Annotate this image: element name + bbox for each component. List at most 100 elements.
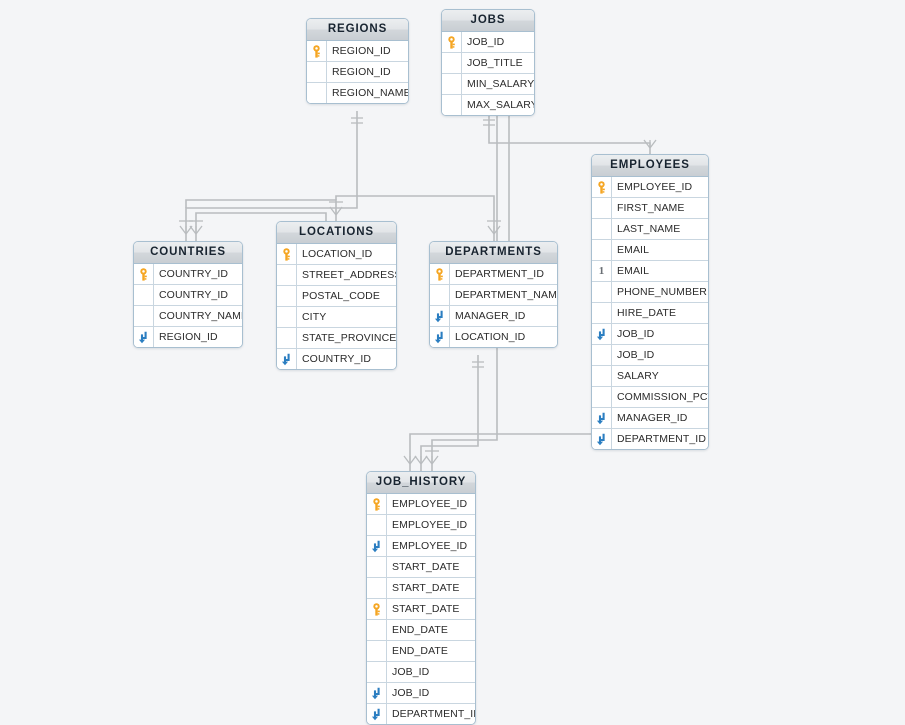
column-row[interactable]: JOB_ID <box>592 345 708 366</box>
column-row[interactable]: MANAGER_ID <box>430 306 557 327</box>
column-row[interactable]: PHONE_NUMBER <box>592 282 708 303</box>
column-name: EMPLOYEE_ID <box>617 181 693 193</box>
column-row[interactable]: DEPARTMENT_ID <box>367 704 475 724</box>
column-icon-cell <box>134 285 154 305</box>
column-row[interactable]: JOB_TITLE <box>442 53 534 74</box>
column-row[interactable]: HIRE_DATE <box>592 303 708 324</box>
column-row[interactable]: CITY <box>277 307 396 328</box>
column-row[interactable]: STATE_PROVINCE <box>277 328 396 349</box>
column-name: JOB_ID <box>392 687 430 699</box>
column-row[interactable]: EMPLOYEE_ID <box>367 536 475 557</box>
column-icon-cell <box>367 662 387 682</box>
column-row[interactable]: LOCATION_ID <box>277 244 396 265</box>
column-row[interactable]: REGION_NAME <box>307 83 408 103</box>
primary-key-icon <box>140 267 147 281</box>
column-icon-cell <box>430 285 450 305</box>
column-icon-cell <box>134 264 154 284</box>
column-row[interactable]: DEPARTMENT_ID <box>430 264 557 285</box>
column-row[interactable]: END_DATE <box>367 620 475 641</box>
column-row[interactable]: LOCATION_ID <box>430 327 557 347</box>
column-row[interactable]: JOB_ID <box>367 683 475 704</box>
column-row[interactable]: EMPLOYEE_ID <box>367 515 475 536</box>
column-name: MANAGER_ID <box>455 310 526 322</box>
column-row[interactable]: MIN_SALARY <box>442 74 534 95</box>
column-row[interactable]: DEPARTMENT_NAME <box>430 285 557 306</box>
foreign-key-icon <box>596 433 605 445</box>
column-row[interactable]: POSTAL_CODE <box>277 286 396 307</box>
column-name: STREET_ADDRESS <box>302 269 397 281</box>
column-row[interactable]: COMMISSION_PCT <box>592 387 708 408</box>
column-name: MIN_SALARY <box>467 78 535 90</box>
column-row[interactable]: START_DATE <box>367 599 475 620</box>
column-row[interactable]: START_DATE <box>367 578 475 599</box>
column-name: DEPARTMENT_ID <box>455 268 545 280</box>
column-name: EMAIL <box>617 265 650 277</box>
column-row[interactable]: START_DATE <box>367 557 475 578</box>
column-icon-cell <box>592 198 612 218</box>
column-row[interactable]: REGION_ID <box>307 62 408 83</box>
column-list-departments: DEPARTMENT_ID DEPARTMENT_NAME MANAGER_ID LO… <box>430 264 557 347</box>
column-row[interactable]: COUNTRY_ID <box>277 349 396 369</box>
entity-employees[interactable]: EMPLOYEES EMPLOYEE_ID FIRST_NAME LAST_NAME E… <box>591 154 709 450</box>
column-row[interactable]: COUNTRY_ID <box>134 285 242 306</box>
entity-title-locations: LOCATIONS <box>277 222 396 244</box>
column-icon-cell <box>592 303 612 323</box>
foreign-key-icon <box>371 687 380 699</box>
foreign-key-icon <box>434 310 443 322</box>
column-row[interactable]: JOB_ID <box>442 32 534 53</box>
column-row[interactable]: JOB_ID <box>592 324 708 345</box>
column-icon-cell <box>367 515 387 535</box>
column-icon-cell <box>442 32 462 52</box>
column-name: JOB_ID <box>467 36 505 48</box>
column-row[interactable]: COUNTRY_ID <box>134 264 242 285</box>
column-row[interactable]: END_DATE <box>367 641 475 662</box>
column-row[interactable]: MAX_SALARY <box>442 95 534 115</box>
column-row[interactable]: MANAGER_ID <box>592 408 708 429</box>
column-icon-cell <box>367 704 387 724</box>
primary-key-icon <box>448 35 455 49</box>
column-row[interactable]: COUNTRY_NAME <box>134 306 242 327</box>
column-name: JOB_ID <box>617 328 655 340</box>
column-name: END_DATE <box>392 624 449 636</box>
column-name: EMAIL <box>617 244 650 256</box>
primary-key-icon <box>436 267 443 281</box>
entity-title-employees: EMPLOYEES <box>592 155 708 177</box>
column-row[interactable]: LAST_NAME <box>592 219 708 240</box>
column-icon-cell <box>367 683 387 703</box>
column-row[interactable]: DEPARTMENT_ID <box>592 429 708 449</box>
primary-key-icon <box>283 247 290 261</box>
column-row[interactable]: EMPLOYEE_ID <box>592 177 708 198</box>
column-name: LOCATION_ID <box>455 331 526 343</box>
column-row[interactable]: EMPLOYEE_ID <box>367 494 475 515</box>
column-row[interactable]: SALARY <box>592 366 708 387</box>
column-icon-cell <box>592 387 612 407</box>
column-row[interactable]: JOB_ID <box>367 662 475 683</box>
column-name: MAX_SALARY <box>467 99 535 111</box>
column-icon-cell <box>307 83 327 103</box>
column-name: POSTAL_CODE <box>302 290 380 302</box>
column-row[interactable]: REGION_ID <box>134 327 242 347</box>
column-name: COUNTRY_ID <box>302 353 372 365</box>
column-row[interactable]: FIRST_NAME <box>592 198 708 219</box>
column-name: REGION_ID <box>332 45 391 57</box>
column-row[interactable]: REGION_ID <box>307 41 408 62</box>
column-icon-cell <box>367 578 387 598</box>
column-row[interactable]: STREET_ADDRESS <box>277 265 396 286</box>
column-icon-cell <box>367 641 387 661</box>
column-name: LAST_NAME <box>617 223 681 235</box>
column-row[interactable]: EMAIL <box>592 240 708 261</box>
column-icon-cell <box>430 306 450 326</box>
column-icon-cell <box>430 327 450 347</box>
column-name: START_DATE <box>392 603 460 615</box>
